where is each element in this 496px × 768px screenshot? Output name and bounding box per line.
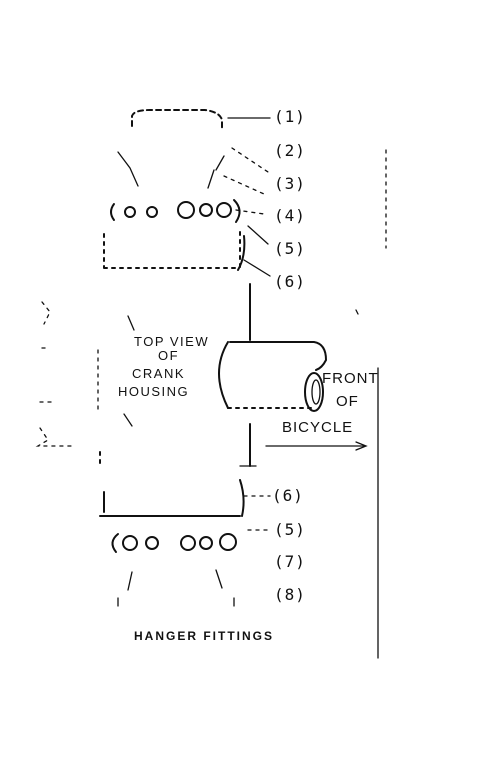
crank-label-line-4: HOUSING — [118, 384, 189, 399]
upper-leader-lines — [223, 117, 271, 277]
crank-housing-outline — [229, 341, 328, 371]
front-label-line-1: FRONT — [322, 370, 379, 387]
callout-2: (2) — [274, 141, 306, 160]
callout-3: (3) — [274, 174, 306, 193]
crank-label-line-2: OF — [158, 348, 179, 363]
lower-fitting-stack — [99, 423, 257, 607]
lower-lock-nut — [117, 597, 235, 607]
cone-part — [117, 151, 225, 189]
lower-bearing-cup — [99, 479, 245, 517]
front-label-line-3: BICYCLE — [282, 419, 353, 436]
crank-label-line-3: CRANK — [132, 366, 185, 381]
lower-cone-part — [127, 569, 223, 591]
callout-lower-7: (7) — [274, 552, 306, 571]
callout-lower-5: (5) — [274, 520, 306, 539]
crank-housing — [218, 341, 328, 412]
upper-bearing-balls — [110, 199, 241, 223]
crank-label-line-1: TOP VIEW — [134, 334, 209, 349]
housing-bracket — [35, 301, 135, 447]
crank-housing-end — [304, 372, 324, 412]
callout-5: (5) — [274, 239, 306, 258]
upper-fitting-stack — [103, 109, 251, 341]
callout-6: (6) — [274, 272, 306, 291]
lower-leader-lines — [243, 495, 271, 531]
front-arrow — [265, 441, 368, 451]
lower-bearing-balls — [111, 533, 237, 553]
callout-1: (1) — [274, 107, 306, 126]
callout-lower-6: (6) — [272, 486, 304, 505]
front-label-line-2: OF — [336, 393, 359, 410]
callout-lower-8: (8) — [274, 585, 306, 604]
callout-4: (4) — [274, 206, 306, 225]
upper-bearing-cup — [103, 231, 241, 269]
diagram-caption: HANGER FITTINGS — [134, 629, 274, 643]
cap-nut-part — [131, 109, 223, 129]
